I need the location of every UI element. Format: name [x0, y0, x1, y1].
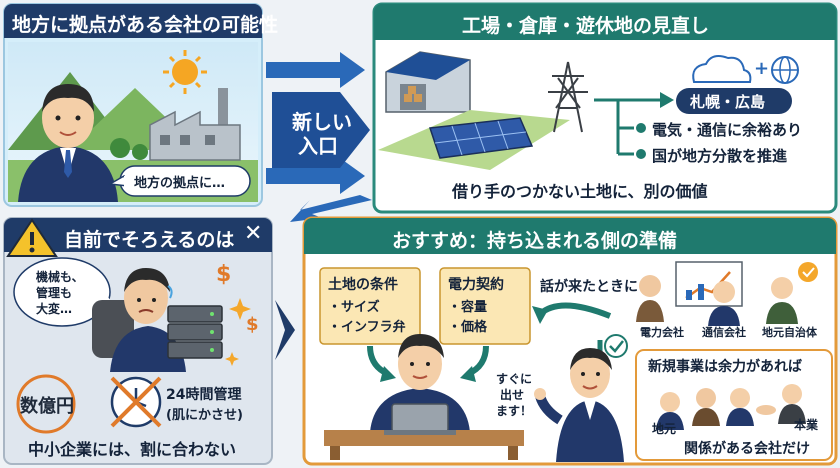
warning-icon [6, 218, 58, 257]
pylon-icon [548, 61, 588, 133]
sun-icon [163, 50, 207, 94]
plus-sign: + [754, 58, 770, 79]
ready-line1: すぐに [496, 372, 533, 386]
land-card-title: 土地の条件 [328, 277, 398, 293]
manage-line2: (肌にかさせ) [166, 408, 243, 423]
new-entry-arrow [272, 92, 370, 168]
panel-bottom-left [3, 217, 273, 465]
land-card-item-infra: ・インフラ弁 [328, 320, 406, 335]
presenter-figure [534, 348, 624, 462]
related-caption: 関係がある会社だけ [684, 441, 810, 457]
businessman-figure [18, 84, 118, 202]
land-conditions-card [319, 267, 421, 345]
speech-line2: 管理も [36, 286, 73, 300]
power-card-item-capacity: ・容量 [448, 300, 488, 315]
server-icon [167, 305, 223, 359]
new-biz-title: 新規事業は余力があれば [648, 359, 802, 375]
title-self-build: 自前でそろえるのは [64, 229, 235, 251]
caption-not-worth: 中小企業には、割に合わない [28, 440, 237, 459]
bullet-capacity: 電気・通信に余裕あり [652, 121, 803, 139]
cross-mark: ✕ [244, 221, 263, 246]
solar-panel-icon [428, 117, 534, 159]
dollar-icon: $ [216, 262, 232, 287]
right-chevron [275, 300, 295, 360]
cost-label: 数億円 [20, 396, 74, 417]
new-entry-line1: 新しい [292, 110, 352, 134]
dollar-icon-small: $ [246, 314, 259, 335]
speech-line3: 大変… [36, 302, 73, 316]
ready-line2: 出せ [500, 388, 525, 402]
speech-regional-base: 地方の拠点に… [134, 176, 226, 191]
panel-bottom-right [302, 216, 838, 466]
partner-telecom: 通信会社 [702, 326, 746, 339]
partners-meeting [636, 261, 818, 326]
title-regional-potential: 地方に拠点がある会社の可能性 [12, 14, 279, 36]
down-arrow [290, 195, 372, 222]
warehouse-icon [385, 51, 471, 113]
local-label: 地元 [652, 422, 677, 436]
panel-top-right [372, 2, 838, 214]
title-recommendation: おすすめ：持ち込まれる側の準備 [392, 230, 678, 252]
partner-municipality: 地元自治体 [762, 326, 817, 339]
panel-top-left [3, 3, 263, 207]
worried-worker-figure [92, 268, 186, 372]
ready-line3: ます！ [496, 404, 533, 418]
laptop-icon [384, 403, 456, 435]
bullet-decentralization: 国が地方分散を推進 [652, 147, 788, 165]
manage-line1: 24時間管理 [166, 387, 242, 403]
flow-arrows [266, 52, 372, 360]
new-entry-line2: 入口 [298, 134, 338, 158]
checkmark-icon [604, 334, 628, 358]
hq-label: 本業 [794, 418, 819, 432]
factory-icon [149, 88, 241, 161]
when-called-label: 話が来たときに [540, 279, 638, 295]
cloud-icon [692, 55, 752, 83]
globe-icon [771, 56, 799, 84]
speech-line1: 機械も、 [36, 270, 84, 284]
clock-icon [110, 376, 162, 428]
title-facility-review: 工場・倉庫・遊休地の見直し [462, 15, 710, 37]
power-contract-card [439, 267, 531, 345]
handshake-group [656, 384, 806, 430]
land-card-item-size: ・サイズ [328, 300, 380, 315]
partner-power: 電力会社 [640, 326, 684, 339]
power-card-item-price: ・価格 [448, 320, 488, 335]
cities-badge: 札幌・広島 [690, 93, 766, 111]
power-card-title: 電力契約 [448, 277, 504, 293]
caption-land-value: 借り手のつかない土地に、別の価値 [452, 182, 708, 201]
